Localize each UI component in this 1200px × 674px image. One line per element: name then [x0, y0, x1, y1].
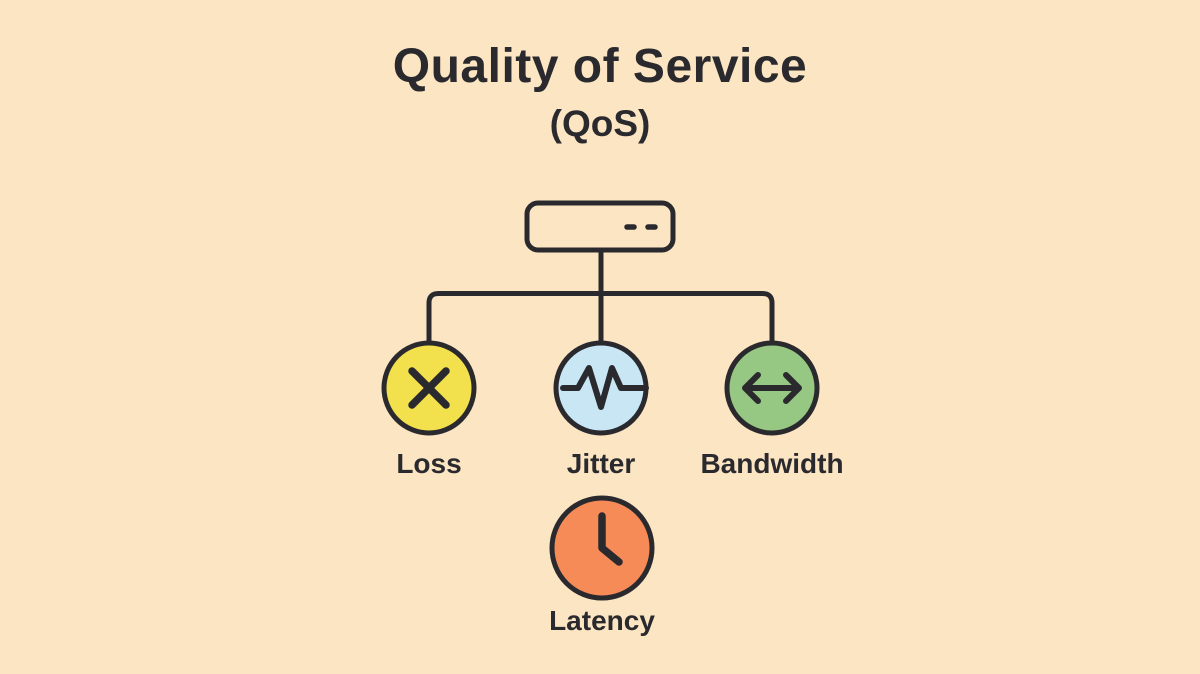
tree-connector: [426, 247, 775, 353]
x-icon: [408, 367, 450, 409]
loss-label: Loss: [396, 448, 462, 479]
node-latency: [549, 495, 655, 601]
bandwidth-label: Bandwidth: [700, 448, 844, 479]
node-loss: [381, 340, 477, 436]
router-box: [524, 200, 676, 253]
router-icon: [524, 200, 676, 253]
jitter-label: Jitter: [566, 448, 636, 479]
latency-label: Latency: [549, 605, 655, 636]
clock-icon: [598, 512, 623, 566]
node-jitter: [553, 340, 649, 436]
waveform-icon: [560, 365, 649, 410]
title-block: Quality of Service (QoS): [0, 40, 1200, 146]
page-title: Quality of Service: [392, 40, 808, 93]
double-arrow-icon: [742, 372, 802, 404]
node-bandwidth: [724, 340, 820, 436]
page-subtitle: (QoS): [549, 103, 651, 144]
